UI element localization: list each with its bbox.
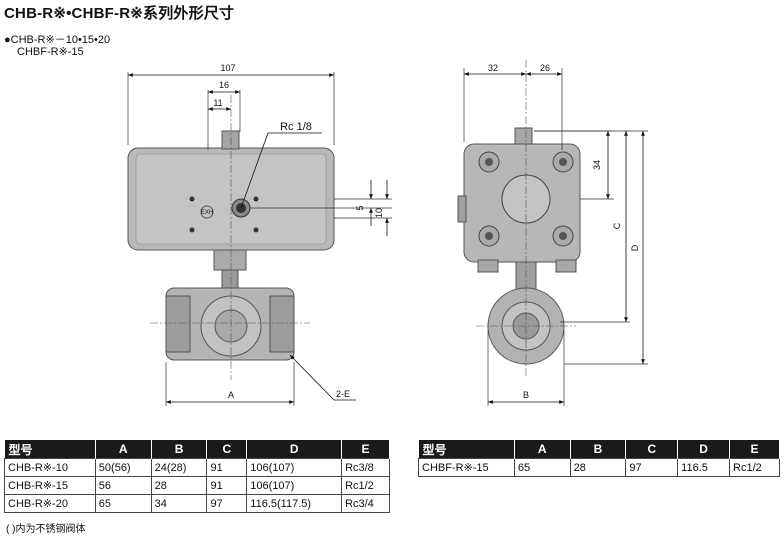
dim-D: D bbox=[630, 244, 640, 251]
table-cell: 91 bbox=[206, 476, 248, 495]
col-header: 型号 bbox=[4, 440, 96, 459]
table-row: CHBF-R※-15 65 28 97 116.5 Rc1/2 bbox=[418, 458, 780, 477]
col-header: A bbox=[514, 440, 571, 459]
table-cell: 28 bbox=[150, 476, 208, 495]
col-header: A bbox=[95, 440, 152, 459]
table-cell: Rc1/2 bbox=[729, 458, 780, 477]
front-view: 107 16 11 Rc 1/8 5 10 EXH A 2-E bbox=[127, 63, 392, 406]
table-cell: 56 bbox=[94, 476, 152, 495]
dim-C: C bbox=[612, 222, 622, 229]
table-cell: CHB-R※-15 bbox=[4, 476, 96, 495]
dim-11: 11 bbox=[213, 98, 222, 108]
col-header: B bbox=[570, 440, 627, 459]
dim-107: 107 bbox=[220, 63, 235, 73]
table-cell: 116.5(117.5) bbox=[246, 494, 343, 513]
dim-A: A bbox=[228, 390, 234, 400]
dim-B: B bbox=[523, 390, 529, 400]
col-header: D bbox=[246, 440, 343, 459]
table-cell: 91 bbox=[206, 458, 248, 477]
table-cell: Rc3/8 bbox=[341, 458, 390, 477]
table-cell: 97 bbox=[206, 494, 248, 513]
table-cell: 34 bbox=[150, 494, 208, 513]
port-label: Rc 1/8 bbox=[280, 121, 312, 133]
dimension-drawing: 107 16 11 Rc 1/8 5 10 EXH A 2-E bbox=[127, 60, 648, 406]
dim-34: 34 bbox=[592, 160, 602, 170]
dim-10: 10 bbox=[374, 208, 384, 218]
bullet: ● bbox=[4, 34, 11, 46]
dim-2E: 2-E bbox=[336, 389, 350, 399]
side-view: 32 26 34 C D B bbox=[457, 60, 648, 406]
col-header: E bbox=[729, 440, 780, 459]
table-cell: 116.5 bbox=[677, 458, 731, 477]
table-cell: 24(28) bbox=[150, 458, 208, 477]
table-cell: 106(107) bbox=[246, 458, 343, 477]
footnote: ( )内为不锈钢阀体 bbox=[6, 524, 86, 535]
table-row: CHB-R※-20 65 34 97 116.5(117.5) Rc3/4 bbox=[4, 494, 390, 513]
model-list-text1: CHB-R※－10•15•20 bbox=[10, 34, 111, 46]
table-row: CHB-R※-15 56 28 91 106(107) Rc1/2 bbox=[4, 476, 390, 495]
table-row: CHB-R※-10 50(56) 24(28) 91 106(107) Rc3/… bbox=[4, 458, 390, 477]
table-cell: 28 bbox=[569, 458, 627, 477]
spec-table-chbf: 型号 A B C D E CHBF-R※-15 65 28 97 116.5 R… bbox=[418, 440, 780, 477]
table-cell: 106(107) bbox=[246, 476, 343, 495]
table-cell: 97 bbox=[625, 458, 679, 477]
dim-5: 5 bbox=[355, 205, 365, 210]
col-header: C bbox=[206, 440, 248, 459]
table-cell: 50(56) bbox=[94, 458, 152, 477]
model-list-line2: CHBF-R※-15 bbox=[17, 46, 84, 58]
model-list-line1: ●CHB-R※－10•15•20 bbox=[4, 31, 110, 47]
table-cell: CHB-R※-20 bbox=[4, 494, 96, 513]
spec-table-chb: 型号 A B C D E CHB-R※-10 50(56) 24(28) 91 … bbox=[4, 440, 390, 513]
col-header: C bbox=[625, 440, 679, 459]
table-cell: CHBF-R※-15 bbox=[418, 458, 515, 477]
dim-32: 32 bbox=[488, 63, 498, 73]
table-cell: Rc3/4 bbox=[341, 494, 390, 513]
col-header: E bbox=[341, 440, 390, 459]
dim-16: 16 bbox=[219, 80, 229, 90]
page-title: CHB-R※•CHBF-R※系列外形尺寸 bbox=[4, 5, 235, 22]
table-cell: 65 bbox=[513, 458, 571, 477]
table-cell: CHB-R※-10 bbox=[4, 458, 96, 477]
table-cell: 65 bbox=[94, 494, 152, 513]
dim-26: 26 bbox=[540, 63, 550, 73]
col-header: 型号 bbox=[418, 440, 515, 459]
col-header: D bbox=[677, 440, 731, 459]
exh-label: EXH bbox=[201, 210, 213, 216]
col-header: B bbox=[151, 440, 208, 459]
table-cell: Rc1/2 bbox=[341, 476, 390, 495]
